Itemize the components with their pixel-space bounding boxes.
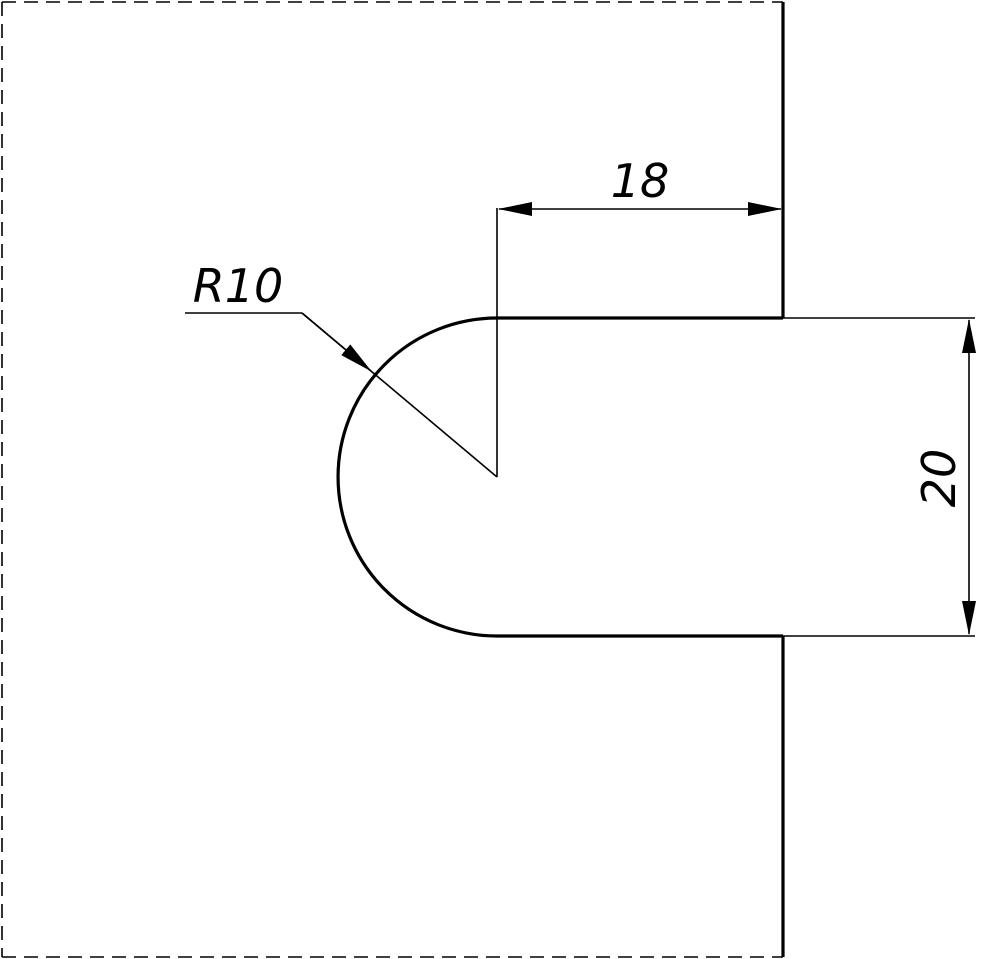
dimension-label-18: 18 — [611, 154, 670, 208]
dimension-label-20: 20 — [912, 449, 966, 508]
dimension-label-r10: R10 — [193, 259, 284, 313]
dimension-slot-width — [783, 317, 976, 637]
dimension-radius — [185, 312, 498, 478]
leader-arrow-r10 — [301, 312, 372, 372]
dimension-slot-depth — [496, 202, 782, 477]
part-outline — [336, 2, 785, 957]
slot-outline — [336, 316, 783, 638]
part-break-lines — [1, 1, 783, 958]
